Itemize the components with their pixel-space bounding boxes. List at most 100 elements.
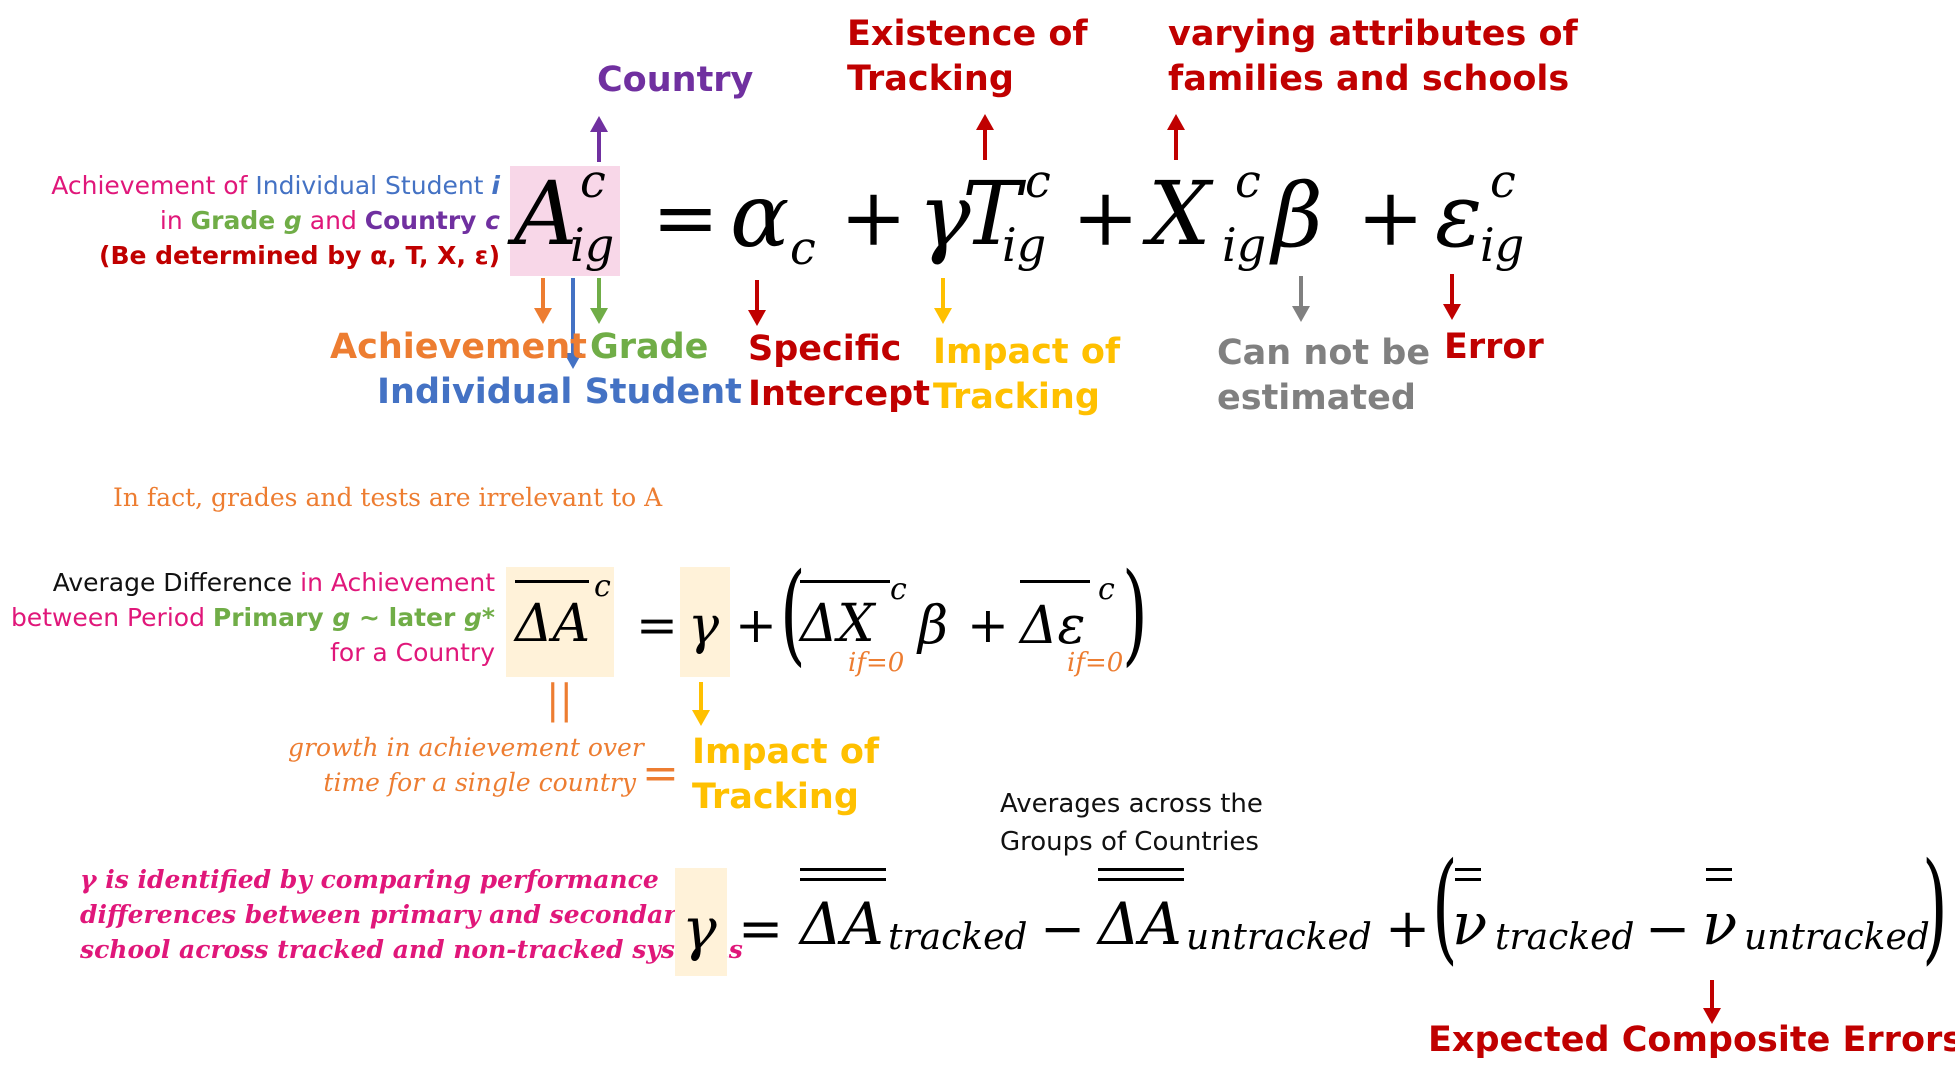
bar1-dA-untracked xyxy=(1098,868,1184,871)
symbol-nu-tracked: ν xyxy=(1452,890,1488,958)
symbol-gamma-3: γ xyxy=(682,895,717,963)
symbol-equals-2: = xyxy=(636,596,678,654)
note-irrelevant: In fact, grades and tests are irrelevant… xyxy=(113,483,663,512)
symbol-plus-4: + xyxy=(735,596,777,654)
label-impact-line2: Tracking xyxy=(933,377,1100,417)
highlight-gamma-2 xyxy=(680,567,730,677)
label-grade: Grade xyxy=(590,327,709,367)
symbol-equals-3: = xyxy=(738,897,784,960)
bar2-nu-untracked xyxy=(1706,878,1732,881)
sup-c-A: c xyxy=(580,154,606,208)
bar2-nu-tracked xyxy=(1455,878,1481,881)
label-specific-intercept: Specific Intercept xyxy=(748,327,930,417)
text-primary: Primary xyxy=(212,603,333,632)
sub-tracked-2: tracked xyxy=(1495,917,1635,958)
bar2-dA-tracked xyxy=(800,878,886,881)
eq1-side-line2: in Grade g and Country c xyxy=(20,203,500,238)
symbol-plus-2: + xyxy=(1072,171,1140,264)
symbol-plus-5: + xyxy=(967,596,1009,654)
bar-deltaA xyxy=(515,580,589,583)
symbol-beta-1: β xyxy=(1272,164,1323,267)
arrow-country xyxy=(590,116,608,162)
sub-if0-eps: if=0 xyxy=(1067,648,1124,678)
symbol-plus-1: + xyxy=(840,171,908,264)
sup-c-T: c xyxy=(1025,154,1051,208)
symbol-deltaA-tracked: ΔA xyxy=(800,890,884,958)
text-average-difference: Average Difference xyxy=(52,568,301,597)
arrow-impact-tracking xyxy=(934,278,952,324)
label-expected-composite-errors: Expected Composite Errors xyxy=(1428,1020,1955,1060)
sup-c-eps: c xyxy=(1490,154,1516,208)
arrow-composite-errors xyxy=(1703,980,1721,1024)
text-in: in xyxy=(159,206,191,235)
symbol-deltaA-untracked: ΔA xyxy=(1098,890,1182,958)
highlight-A xyxy=(510,166,620,276)
label-varying-attributes: varying attributes of families and schoo… xyxy=(1168,12,1578,102)
symbol-minus-2: − xyxy=(1645,897,1691,960)
symbol-plus-6: + xyxy=(1385,897,1431,960)
sub-if0-X: if=0 xyxy=(848,648,905,678)
label-specific-line2: Intercept xyxy=(748,374,930,414)
symbol-nu-untracked: ν xyxy=(1702,890,1738,958)
symbol-deltaEps: Δε xyxy=(1020,596,1086,656)
sub-tracked-1: tracked xyxy=(888,917,1028,958)
highlight-deltaA xyxy=(506,567,614,677)
eq3-side-line2: differences between primary and secondar… xyxy=(80,900,692,929)
symbol-alpha: α xyxy=(730,164,790,267)
symbol-epsilon-1: ε xyxy=(1435,164,1483,267)
eq2-side-line2: between Period Primary g ~ later g* xyxy=(10,600,495,635)
arrow-error xyxy=(1443,274,1461,320)
label-impact-of-tracking-1: Impact of Tracking xyxy=(933,330,1120,420)
symbol-equals-1: = xyxy=(652,171,720,264)
label-impact2-line2: Tracking xyxy=(692,777,859,817)
text-individual-student: Individual Student xyxy=(255,171,492,200)
arrow-existence xyxy=(976,114,994,160)
eq3-side-line1: γ is identified by comparing performance xyxy=(80,865,659,894)
sub-ig-eps: ig xyxy=(1480,218,1525,272)
bar1-nu-tracked xyxy=(1455,868,1481,871)
bar1-dA-tracked xyxy=(800,868,886,871)
symbol-T: T xyxy=(962,162,1021,265)
label-error: Error xyxy=(1444,327,1544,367)
label-existence-line2: Tracking xyxy=(847,59,1014,99)
symbol-gamma-1: γ xyxy=(918,164,971,267)
sub-c-alpha: c xyxy=(790,221,816,275)
symbol-beta-2: β xyxy=(918,596,949,656)
label-impact2-line1: Impact of xyxy=(692,732,880,772)
sup-c-X: c xyxy=(1235,154,1261,208)
arrow-individual-student xyxy=(564,278,582,369)
symbol-lparen-2: ( xyxy=(780,549,806,677)
bar2-dA-untracked xyxy=(1098,878,1184,881)
label-impact-of-tracking-2: Impact of Tracking xyxy=(692,730,879,820)
eq2-side-line1: Average Difference in Achievement xyxy=(10,565,495,600)
bar1-nu-untracked xyxy=(1706,868,1732,871)
label-country: Country xyxy=(597,60,754,100)
text-between-period: between Period xyxy=(10,603,213,632)
arrow-cannot-estimate xyxy=(1292,276,1310,322)
note-growth-line1: growth in achievement over xyxy=(288,733,644,762)
text-g-star: g* xyxy=(464,603,495,632)
symbol-rparen-3: ) xyxy=(1922,838,1948,977)
arrow-achievement xyxy=(534,278,552,324)
label-cannot-line2: estimated xyxy=(1217,378,1416,418)
label-existence-of-tracking: Existence of Tracking xyxy=(847,12,1088,102)
sup-c-deltaX: c xyxy=(890,572,907,607)
highlight-gamma-3 xyxy=(675,868,727,976)
text-achievement-of: Achievement of xyxy=(51,171,256,200)
bar-deltaX xyxy=(800,580,890,583)
text-and: and xyxy=(301,206,365,235)
symbol-rparen-2: ) xyxy=(1122,549,1148,677)
label-varying-line2: families and schools xyxy=(1168,59,1570,99)
label-impact-line1: Impact of xyxy=(933,332,1121,372)
symbol-X: X xyxy=(1148,162,1211,265)
label-specific-line1: Specific xyxy=(748,329,902,369)
eq1-side-label: Achievement of Individual Student i in G… xyxy=(20,168,500,273)
label-averages-line1: Averages across the xyxy=(1000,789,1263,819)
text-country: Country xyxy=(364,206,486,235)
parallel-sign: || xyxy=(546,677,573,723)
text-grade: Grade xyxy=(190,206,284,235)
symbol-lparen-3: ( xyxy=(1432,838,1458,977)
label-cannot-be-estimated: Can not be estimated xyxy=(1217,331,1430,421)
text-i: i xyxy=(491,171,500,200)
